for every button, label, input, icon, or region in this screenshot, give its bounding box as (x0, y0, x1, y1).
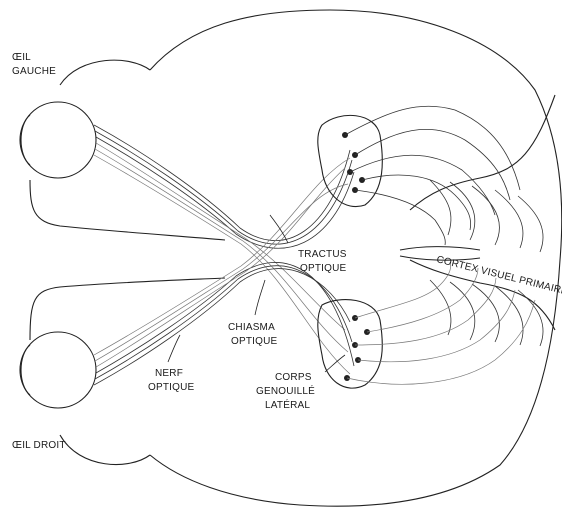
label-lgn-line2: GENOUILLÉ (256, 384, 315, 397)
left-eye (20, 102, 96, 178)
right-eye (20, 332, 96, 408)
optic-radiations (345, 106, 535, 384)
label-chiasm-line1: CHIASMA (228, 322, 275, 333)
label-right-eye: ŒIL DROIT (12, 440, 66, 451)
leader-lines (168, 215, 345, 372)
label-left-eye-line2: GAUCHE (12, 66, 56, 77)
label-optic-nerve: NERF OPTIQUE (148, 368, 195, 393)
label-lgn-line1: CORPS (275, 372, 312, 383)
label-optic-nerve-line2: OPTIQUE (148, 382, 195, 393)
label-lgn-line3: LATÉRAL (265, 398, 310, 411)
label-left-eye-line1: ŒIL (12, 52, 31, 63)
label-tract-line2: OPTIQUE (300, 263, 347, 274)
label-tract: TRACTUS OPTIQUE (298, 249, 347, 274)
label-chiasm: CHIASMA OPTIQUE (228, 322, 278, 347)
label-optic-nerve-line1: NERF (155, 368, 183, 379)
brain-outline (30, 10, 562, 506)
label-left-eye: ŒIL GAUCHE (12, 52, 56, 77)
label-tract-line1: TRACTUS (298, 249, 347, 260)
label-lgn: CORPS GENOUILLÉ LATÉRAL (256, 372, 315, 411)
label-chiasm-line2: OPTIQUE (231, 336, 278, 347)
